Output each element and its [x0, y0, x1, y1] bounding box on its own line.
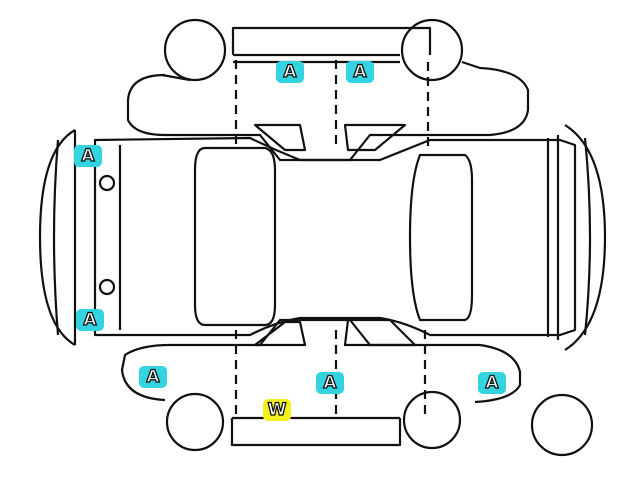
damage-marker-a[interactable]: A [316, 372, 344, 394]
damage-marker-a[interactable]: A [139, 366, 167, 388]
spare-tire [530, 393, 594, 457]
damage-marker-a[interactable]: A [346, 61, 374, 83]
damage-marker-w[interactable]: W [263, 399, 291, 421]
damage-marker-a[interactable]: A [74, 145, 102, 167]
damage-marker-a[interactable]: A [276, 61, 304, 83]
damage-marker-a[interactable]: A [76, 309, 104, 331]
top-view [38, 124, 607, 351]
right-side-view [120, 318, 594, 457]
damage-marker-a[interactable]: A [478, 372, 506, 394]
